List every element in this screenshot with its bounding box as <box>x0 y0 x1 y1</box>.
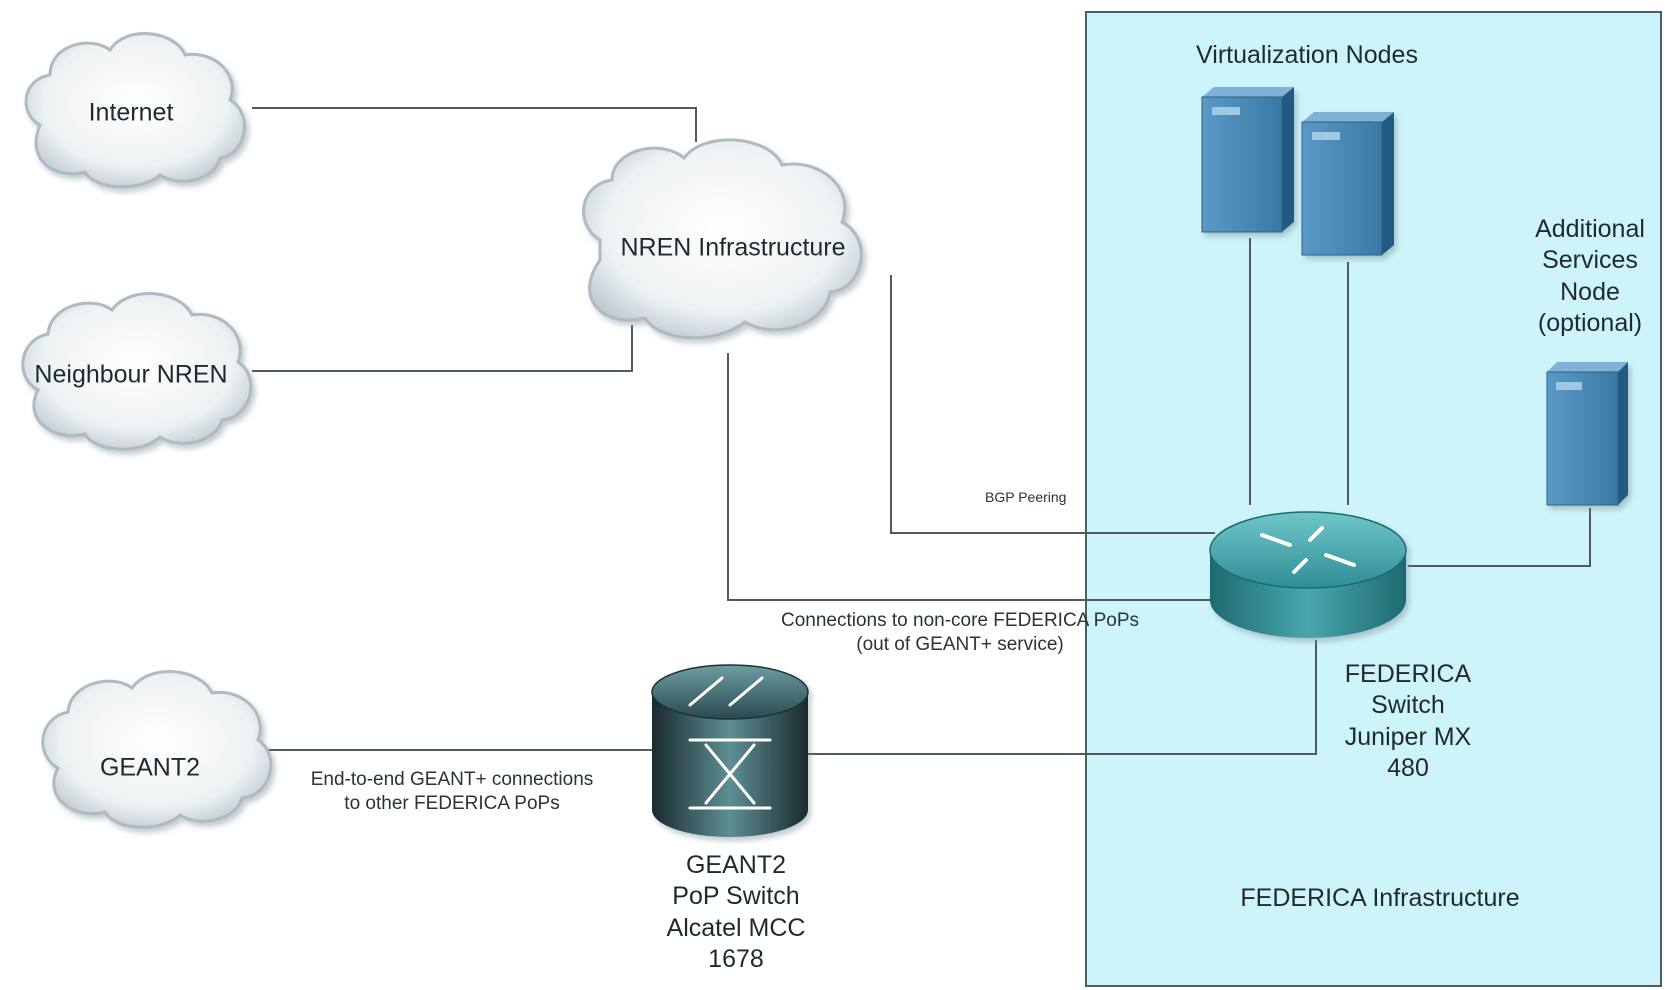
geant-switch-line3: Alcatel MCC <box>666 913 806 942</box>
geant-switch-line2: PoP Switch <box>672 882 800 911</box>
noncore-connections-label: Connections to non-core FEDERICA PoPs (o… <box>781 609 1139 657</box>
cloud-label-geant2: GEANT2 <box>99 753 201 782</box>
e2e-line2: to other FEDERICA PoPs <box>344 792 560 814</box>
additional-line3: Node <box>1560 277 1620 306</box>
virtualization-nodes-label: Virtualization Nodes <box>1196 41 1418 69</box>
cloud-label-nren: NREN Infrastructure <box>620 233 846 262</box>
link-bgp-peering <box>890 275 1215 534</box>
cloud-icon <box>21 292 253 451</box>
link-noncore <box>727 353 1210 601</box>
bgp-peering-label: BGP Peering <box>985 489 1067 505</box>
link-popswitch-federica <box>808 640 1317 755</box>
additional-line4: (optional) <box>1537 308 1643 337</box>
region-label: FEDERICA Infrastructure <box>1240 884 1520 912</box>
cloud-icon <box>41 670 273 829</box>
cloud-icon <box>24 32 246 189</box>
cloud-label-neighbour: Neighbour NREN <box>34 360 228 389</box>
server-icon <box>1301 112 1394 256</box>
federica-switch-label: FEDERICA Switch Juniper MX 480 <box>1345 659 1471 784</box>
e2e-line1: End-to-end GEANT+ connections <box>310 769 594 790</box>
atm-switch-icon <box>651 664 809 837</box>
cloud-label-internet: Internet <box>88 98 174 127</box>
additional-services-label: Additional Services Node (optional) <box>1535 214 1645 339</box>
noncore-line2: (out of GEANT+ service) <box>856 633 1064 655</box>
link-neighbour-nren <box>252 325 633 372</box>
server-icon <box>1546 362 1628 506</box>
link-internet-nren <box>252 107 697 142</box>
noncore-line1: Connections to non-core FEDERICA PoPs <box>780 610 1140 631</box>
federica-switch-line2: Switch <box>1371 691 1445 720</box>
e2e-connections-label: End-to-end GEANT+ connections to other F… <box>311 768 594 816</box>
links <box>252 107 1591 755</box>
geant-switch-line4: 1678 <box>708 944 764 973</box>
link-switch-additional <box>1408 508 1591 567</box>
server-icon <box>1201 87 1294 233</box>
cloud-icon <box>582 138 863 340</box>
federica-switch-line3: Juniper MX <box>1344 722 1472 751</box>
federica-switch-line4: 480 <box>1387 753 1429 782</box>
geant-switch-line1: GEANT2 <box>685 851 787 879</box>
additional-line1: Additional <box>1535 215 1645 243</box>
federica-switch-line1: FEDERICA <box>1344 660 1472 688</box>
geant-switch-label: GEANT2 PoP Switch Alcatel MCC 1678 <box>667 850 806 975</box>
additional-line2: Services <box>1542 246 1638 275</box>
router-icon <box>1209 511 1407 638</box>
